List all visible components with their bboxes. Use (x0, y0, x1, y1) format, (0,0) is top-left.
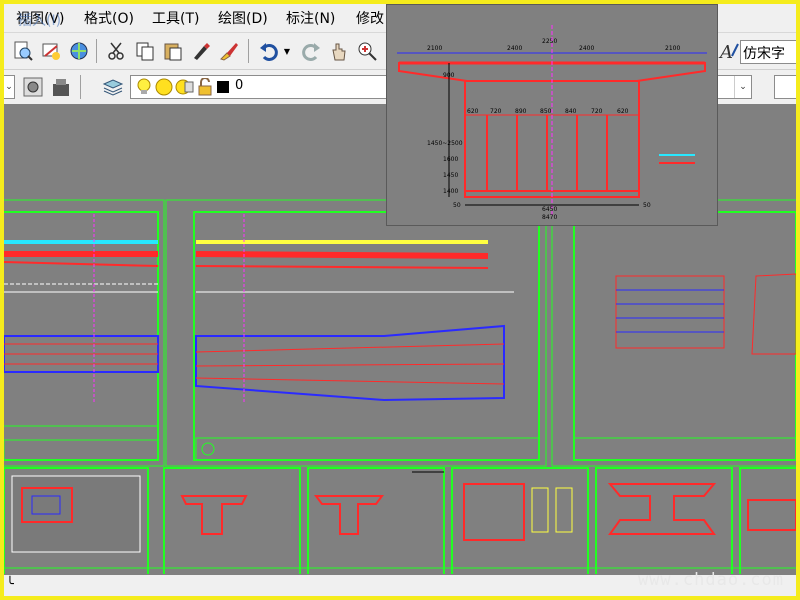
redo-icon[interactable] (298, 38, 324, 64)
layer-viewport-icon (175, 78, 195, 100)
menu-modify[interactable]: 修改 (356, 11, 384, 27)
drawing-sheet (165, 199, 547, 467)
dim-label: 2400 (507, 45, 522, 52)
layer-thaw-icon (155, 78, 173, 100)
layer-name: 0 (235, 78, 244, 93)
menu-view[interactable]: 视图(V) (16, 11, 65, 27)
undo-icon[interactable] (256, 38, 282, 64)
watermark: www.chdao.com (637, 570, 784, 590)
drawing-sheet (4, 199, 165, 467)
globe-icon[interactable] (66, 38, 92, 64)
brush-icon[interactable] (216, 38, 242, 64)
dim-label: 720 (591, 108, 603, 115)
command-prompt-icon: ╰ (6, 577, 14, 592)
menu-insert-ghost: 插入(I) (18, 13, 62, 29)
dim-label: 2100 (427, 45, 442, 52)
dim-label: 720 (490, 108, 502, 115)
zoom-realtime-icon[interactable] (354, 38, 380, 64)
dim-label: 620 (467, 108, 479, 115)
dim-label: 850 (540, 108, 552, 115)
dim-label: 2100 (665, 45, 680, 52)
menu-format[interactable]: 格式(O) (84, 11, 134, 27)
preview-icon[interactable] (10, 38, 36, 64)
publish-icon[interactable] (38, 38, 64, 64)
dim-label: 1450~2500 (427, 140, 463, 147)
menu-tools[interactable]: 工具(T) (152, 11, 200, 27)
layer-tool-icon[interactable] (48, 74, 74, 100)
dim-label: 840 (565, 108, 577, 115)
next-combo[interactable] (774, 75, 796, 99)
dim-label: 8470 (542, 214, 557, 221)
prev-combo[interactable]: ⌄ (4, 75, 15, 99)
drawing-sheet (551, 199, 796, 467)
font-select[interactable]: 仿宋字 (740, 40, 796, 64)
pan-icon[interactable] (326, 38, 352, 64)
cross-section-preview: 2100 2250 2100 2400 2400 620 720 890 850 (386, 4, 718, 226)
text-style-icon[interactable]: A (716, 38, 742, 64)
cad-window: 视图(V) 格式(O) 工具(T) 绘图(D) 标注(N) 修改 插入(I) (4, 4, 796, 596)
box-girder-section: 2100 2250 2100 2400 2400 620 720 890 850 (397, 25, 707, 221)
toolbar-separator (80, 75, 81, 99)
layers-icon[interactable] (100, 74, 126, 100)
dim-label: 620 (617, 108, 629, 115)
svg-text:A: A (718, 42, 733, 62)
dim-label: 890 (515, 108, 527, 115)
menu-dimension[interactable]: 标注(N) (286, 11, 336, 27)
copy-icon[interactable] (132, 38, 158, 64)
dim-label: 6450 (542, 206, 557, 213)
dim-label: 900 (443, 72, 455, 79)
dim-label: 2250 (542, 38, 557, 45)
layer-on-icon (135, 77, 153, 101)
layer-unlock-icon (197, 77, 213, 100)
cut-icon[interactable] (104, 38, 130, 64)
dim-label: 1450 (443, 172, 458, 179)
dim-label: 1600 (443, 156, 458, 163)
undo-dropdown-icon[interactable]: ▼ (283, 46, 291, 56)
status-bar: ╰ (4, 575, 796, 596)
menu-draw[interactable]: 绘图(D) (218, 11, 268, 27)
layer-gear-icon[interactable] (20, 74, 46, 100)
chevron-down-icon: ⌄ (5, 82, 13, 92)
match-properties-icon[interactable] (188, 38, 214, 64)
font-select-value: 仿宋字 (743, 46, 785, 62)
dim-label: 1400 (443, 188, 458, 195)
dim-label: 50 (453, 202, 461, 209)
dim-label: 50 (643, 202, 651, 209)
layer-color-swatch (217, 81, 229, 93)
paste-icon[interactable] (160, 38, 186, 64)
dim-label: 2400 (579, 45, 594, 52)
toolbar-separator (248, 39, 249, 63)
detail-sheets (4, 467, 796, 579)
chevron-down-icon: ⌄ (734, 76, 751, 98)
toolbar-separator (96, 39, 97, 63)
